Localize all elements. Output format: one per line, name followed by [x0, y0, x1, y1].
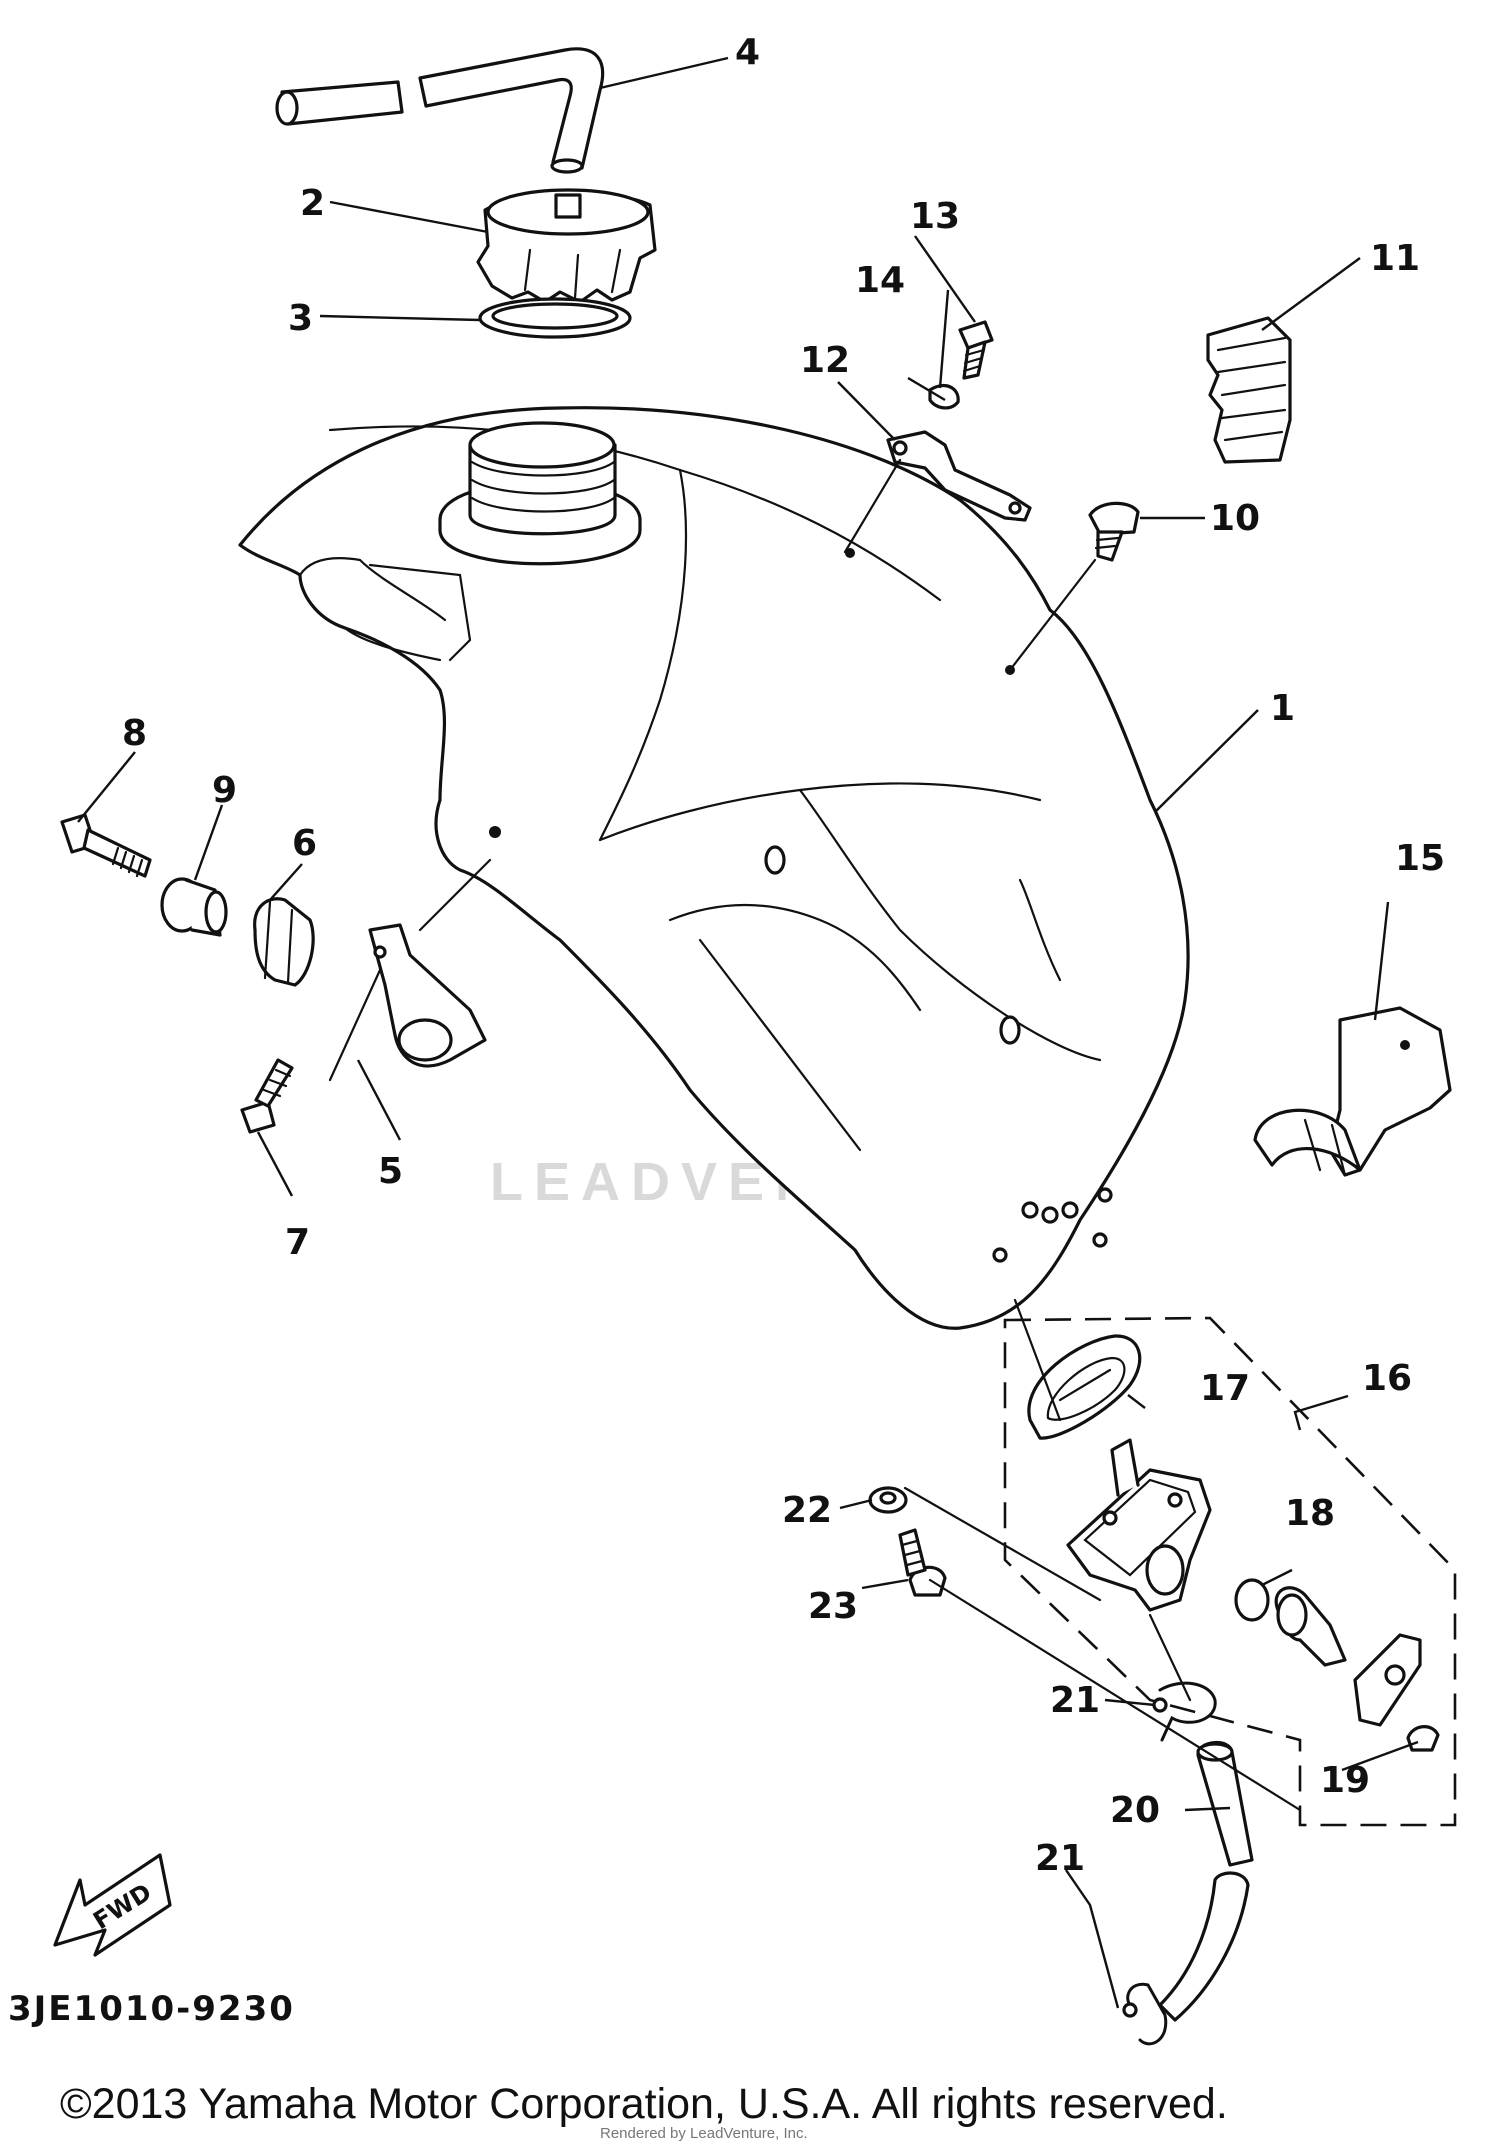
leader-lines: [77, 56, 1419, 2009]
callout-19: 19: [1320, 1760, 1370, 1801]
diagram-code: 3JE1010-9230: [8, 1989, 295, 2029]
part-lever[interactable]: [1274, 1586, 1347, 1667]
callout-22: 22: [782, 1490, 832, 1531]
callout-16: 16: [1362, 1358, 1412, 1399]
callout-4: 4: [735, 32, 760, 73]
part-fuel-tank[interactable]: [238, 406, 1190, 1330]
part-clip-21b[interactable]: [1122, 1982, 1168, 2046]
callout-20: 20: [1110, 1790, 1160, 1831]
part-collar-9[interactable]: [160, 877, 228, 937]
callout-8: 8: [122, 713, 147, 754]
callout-15: 15: [1395, 838, 1445, 879]
part-fuel-cock[interactable]: [1066, 1438, 1212, 1612]
part-screw-13[interactable]: [958, 320, 994, 380]
part-damper-15[interactable]: [1253, 1006, 1452, 1177]
fwd-arrow-icon: FWD: [53, 1853, 172, 1957]
part-breather-hose[interactable]: [275, 47, 605, 174]
part-screw-19[interactable]: [1406, 1725, 1440, 1752]
callout-21-lower: 21: [1035, 1838, 1085, 1879]
part-clip-21a[interactable]: [1152, 1681, 1217, 1742]
part-damper-11[interactable]: [1206, 316, 1292, 464]
callout-18: 18: [1285, 1493, 1335, 1534]
part-washer-14[interactable]: [928, 384, 960, 410]
callout-6: 6: [292, 823, 317, 864]
part-cap-gasket[interactable]: [478, 297, 632, 339]
callout-23: 23: [808, 1586, 858, 1627]
callout-17: 17: [1200, 1368, 1250, 1409]
part-bolt-8[interactable]: [60, 813, 152, 878]
callout-12: 12: [800, 340, 850, 381]
part-screw-10[interactable]: [1088, 501, 1140, 562]
part-bolt-7[interactable]: [240, 1058, 294, 1134]
part-gasket-17[interactable]: [1027, 1334, 1142, 1440]
copyright-text: ©2013 Yamaha Motor Corporation, U.S.A. A…: [60, 2080, 1228, 2128]
callout-3: 3: [288, 298, 313, 339]
part-damper-6[interactable]: [253, 897, 315, 987]
callout-9: 9: [212, 770, 237, 811]
part-bracket[interactable]: [886, 430, 1032, 522]
part-o-ring-18[interactable]: [1234, 1578, 1270, 1622]
part-bolt-23[interactable]: [898, 1528, 947, 1597]
callout-10: 10: [1210, 498, 1260, 539]
callout-1: 1: [1270, 688, 1295, 729]
callout-14: 14: [855, 260, 905, 301]
callouts: 4 2 3 1 11 14 12 13 10 15 17 16 18 19 20…: [122, 32, 1445, 1879]
rendered-by-text: Rendered by LeadVenture, Inc.: [600, 2125, 808, 2142]
part-lever-plate[interactable]: [1353, 1633, 1422, 1727]
assembly-box-16: [1003, 1316, 1457, 1827]
part-washer-22[interactable]: [868, 1486, 908, 1514]
callout-5: 5: [378, 1151, 403, 1192]
callout-7: 7: [285, 1222, 310, 1263]
callout-21-upper: 21: [1050, 1680, 1100, 1721]
callout-11: 11: [1370, 238, 1420, 279]
part-bracket-5[interactable]: [368, 923, 487, 1068]
callout-2: 2: [300, 183, 325, 224]
part-fuel-hose-20[interactable]: [1158, 1741, 1254, 2022]
callout-13: 13: [910, 196, 960, 237]
part-fuel-cap[interactable]: [476, 188, 657, 304]
